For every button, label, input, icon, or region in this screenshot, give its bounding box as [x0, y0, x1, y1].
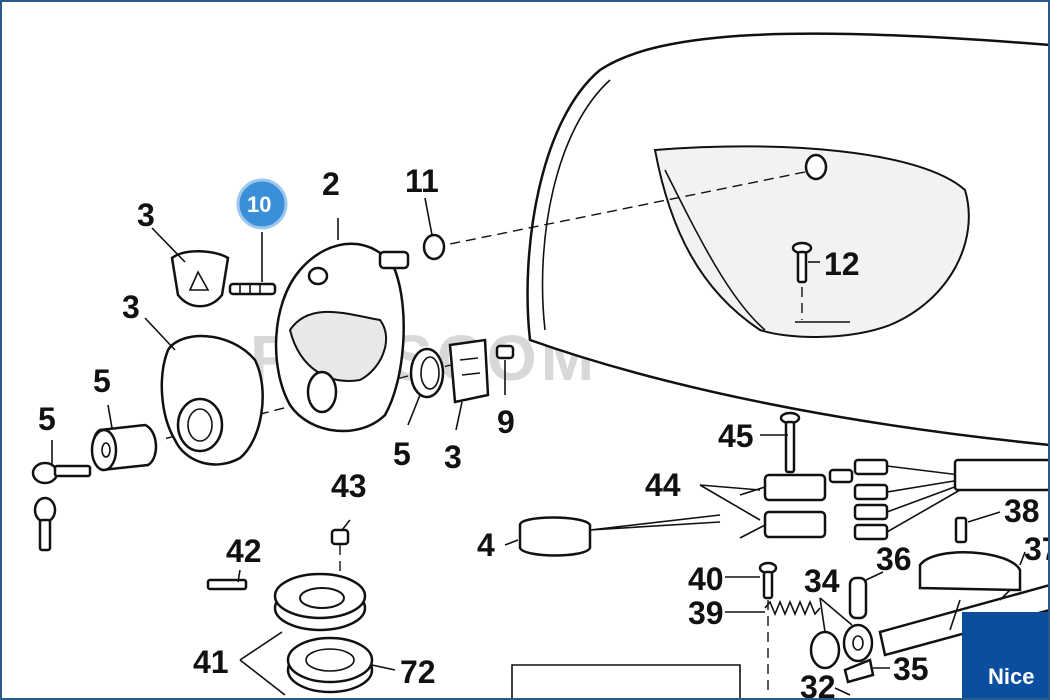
callout-40: 40 — [688, 561, 724, 597]
screw-part-12 — [791, 241, 813, 284]
callout-5-cylinder: 5 — [93, 363, 111, 399]
leader-lines — [51, 197, 1026, 696]
ring-part-5 — [409, 347, 445, 399]
microswitches-part-44 — [739, 458, 1050, 541]
callout-3-right: 3 — [444, 439, 462, 475]
callout-5-ring: 5 — [393, 436, 411, 472]
callout-39: 39 — [688, 595, 724, 631]
callout-35: 35 — [893, 651, 929, 687]
cap-part-4 — [518, 516, 592, 557]
callout-12: 12 — [824, 246, 860, 282]
callout-36: 36 — [876, 541, 912, 577]
callout-3-top: 3 — [137, 197, 155, 233]
callout-2: 2 — [322, 166, 340, 202]
bracket-part-37 — [918, 551, 1022, 592]
callout-9: 9 — [497, 404, 515, 440]
partial-box — [511, 664, 741, 700]
o-ring-part-11 — [422, 233, 446, 261]
part-35 — [843, 658, 875, 684]
keys-part-5 — [31, 461, 92, 552]
washers-part-34 — [809, 623, 874, 670]
callout-45: 45 — [718, 418, 754, 454]
lock-cylinder-part-5 — [90, 423, 158, 472]
callout-32: 32 — [800, 669, 836, 700]
clamp-part-41 — [273, 572, 367, 632]
bearing-part-72 — [286, 636, 374, 694]
screw-part-45 — [779, 411, 801, 474]
callout-3-mid: 3 — [122, 289, 140, 325]
callout-42: 42 — [226, 533, 262, 569]
callout-34: 34 — [804, 563, 840, 599]
pin-part-36 — [848, 576, 868, 620]
brand-logo: Nice — [988, 664, 1034, 689]
screw-part-9 — [495, 344, 515, 360]
screw-part-42 — [206, 578, 248, 591]
svg-text:10: 10 — [247, 192, 271, 217]
cap-part-3-top — [170, 250, 230, 308]
screw-part-38 — [954, 516, 968, 544]
callout-38: 38 — [1004, 493, 1040, 529]
axis-line-top — [444, 171, 806, 246]
callout-41: 41 — [193, 644, 229, 680]
callout-37: 37 — [1024, 531, 1050, 567]
screw-part-10 — [228, 282, 277, 296]
callout-72: 72 — [400, 654, 436, 690]
plate-part-3 — [448, 338, 490, 404]
nut-part-43 — [330, 528, 350, 546]
screw-part-40 — [758, 561, 778, 690]
spring-part-39 — [764, 599, 821, 617]
callout-4: 4 — [477, 527, 495, 563]
callout-5-keys: 5 — [38, 401, 56, 437]
motor-cover — [526, 32, 1050, 447]
callout-43: 43 — [331, 468, 367, 504]
callout-44: 44 — [645, 467, 681, 503]
callout-11: 11 — [405, 163, 439, 199]
lock-housing-part-3 — [160, 334, 264, 466]
release-body-part-2 — [274, 242, 410, 433]
callout-10-badge: 10 — [236, 178, 288, 230]
brand-logo-box: Nice — [962, 612, 1050, 700]
